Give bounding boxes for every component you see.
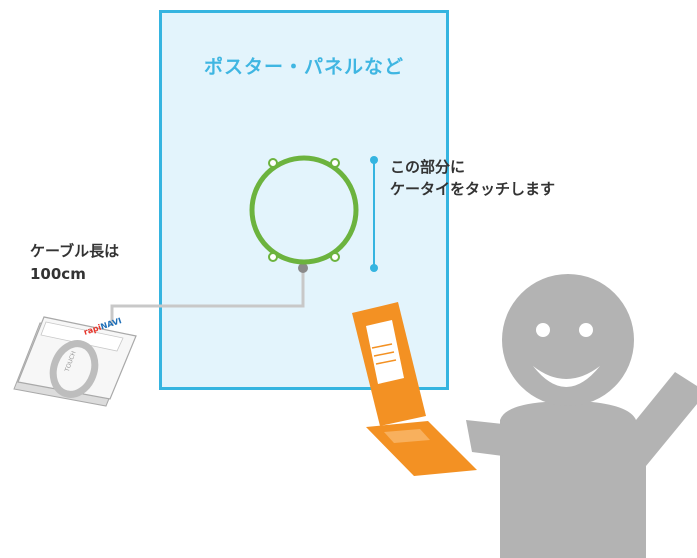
antenna-ring — [249, 155, 359, 265]
ring-tab — [268, 158, 278, 168]
cable — [110, 268, 305, 326]
cable-length-line1: ケーブル長は — [30, 242, 120, 260]
dimension-dot — [370, 156, 378, 164]
poster-title: ポスター・パネルなど — [203, 56, 404, 78]
person-mouth — [533, 366, 600, 387]
touch-instruction-line2: ケータイをタッチします — [390, 180, 556, 198]
touch-instruction-line1: この部分に — [390, 158, 466, 176]
ring-tab — [330, 252, 340, 262]
reader-device — [13, 316, 137, 407]
person-eye — [536, 323, 550, 337]
person-figure — [466, 274, 697, 558]
cable-length-label: ケーブル長は 100cm — [30, 240, 119, 286]
mobile-phone — [352, 302, 477, 476]
ring-tab — [330, 158, 340, 168]
touch-instruction: この部分に ケータイをタッチします — [390, 156, 555, 200]
cable-length-line2: 100cm — [30, 265, 86, 283]
dimension-dot — [370, 264, 378, 272]
cable-connector — [298, 263, 308, 273]
person-eye — [579, 323, 593, 337]
ring-tab — [268, 252, 278, 262]
